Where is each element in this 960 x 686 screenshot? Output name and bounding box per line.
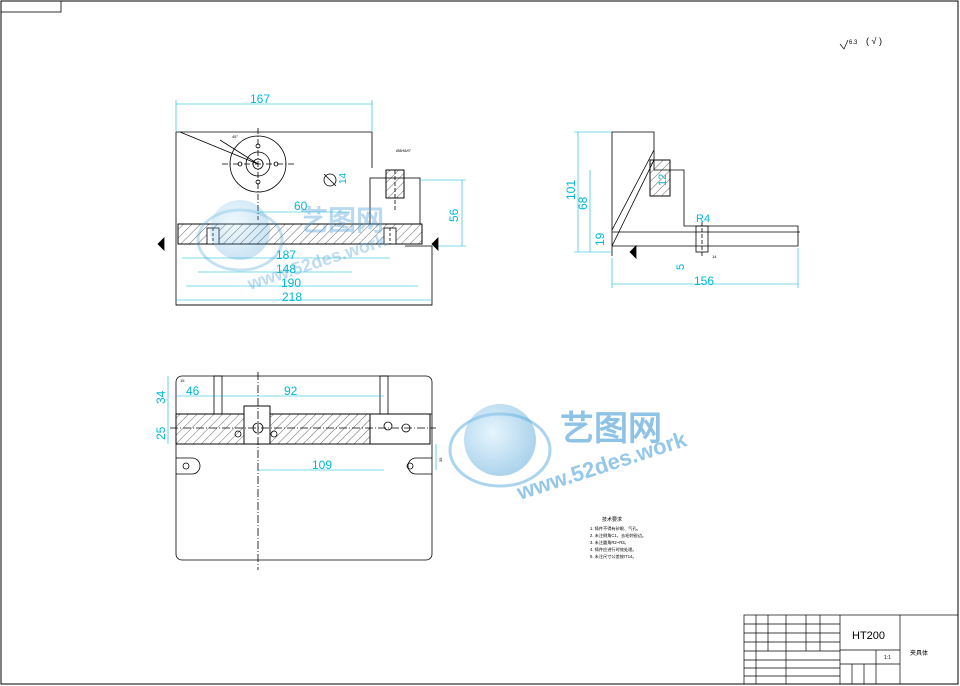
dim-60: 60: [294, 199, 308, 213]
dim-218: 218: [282, 290, 302, 304]
side-view-dims: 101 68 19 156 R4 5 14 12: [564, 174, 717, 288]
dim-46: 46: [186, 384, 200, 398]
dim-109: 109: [312, 458, 332, 472]
dim-148: 148: [276, 262, 296, 276]
top-view: [167, 372, 437, 570]
angle-note: 45°: [232, 134, 238, 139]
title-block: [743, 614, 959, 685]
scale-value: 1:1: [884, 655, 891, 661]
tech-requirements: 技术要求 1. 铸件不得有砂眼、气孔。 2. 未注倒角C1，去毛刺锐边。 3. …: [590, 516, 646, 560]
dim-101: 101: [564, 180, 578, 200]
part-name: 夹具体: [910, 649, 928, 657]
watermark-brand-top: 艺图网: [300, 205, 384, 236]
tech-title: 技术要求: [602, 516, 622, 523]
dim-14: 14: [338, 172, 349, 184]
dim-187: 187: [276, 248, 296, 262]
dim-12: 12: [657, 174, 669, 186]
dim-68: 68: [576, 196, 590, 210]
dim-190: 190: [281, 276, 301, 290]
tech-item-2: 2. 未注倒角C1，去毛刺锐边。: [590, 532, 646, 539]
surface-finish-value: 6.3: [849, 40, 858, 46]
surface-finish-symbol: 6.3 ( √ ): [839, 36, 882, 50]
tech-item-5: 5. 未注尺寸公差按IT14。: [590, 553, 637, 560]
dim-56: 56: [447, 208, 461, 222]
fit-note: Ø8H8/f7: [396, 148, 412, 153]
watermark-center: 艺图网 www.52des.work: [448, 404, 690, 505]
tech-item-4: 4. 铸件应进行时效处理。: [590, 546, 637, 553]
tech-item-3: 3. 未注圆角R2~R3。: [590, 539, 629, 546]
dim-5: 5: [675, 264, 687, 270]
dim-92: 92: [284, 384, 298, 398]
top-view-dims: 46 92 34 25 109 35 15: [154, 378, 443, 472]
dim-15: 15: [180, 378, 185, 383]
front-view-dims: 167 187 148 190 218 56 14 60 45° Ø8H8/f7: [232, 92, 461, 304]
watermark-brand-center: 艺图网: [560, 410, 662, 448]
side-view: [574, 131, 800, 288]
dim-167: 167: [250, 92, 270, 106]
svg-text:( √ ): ( √ ): [866, 36, 882, 46]
material-label: HT200: [852, 630, 885, 642]
dim-25: 25: [154, 426, 168, 440]
dim-35: 35: [438, 457, 443, 462]
dim-r4: R4: [696, 213, 710, 225]
dim-156: 156: [694, 274, 714, 288]
tech-item-1: 1. 铸件不得有砂眼、气孔。: [590, 525, 641, 532]
dim-14b: 14: [712, 254, 717, 259]
dim-19: 19: [593, 232, 607, 246]
corner-tag: [0, 0, 62, 13]
front-view: [157, 100, 466, 306]
dim-34: 34: [154, 390, 168, 404]
